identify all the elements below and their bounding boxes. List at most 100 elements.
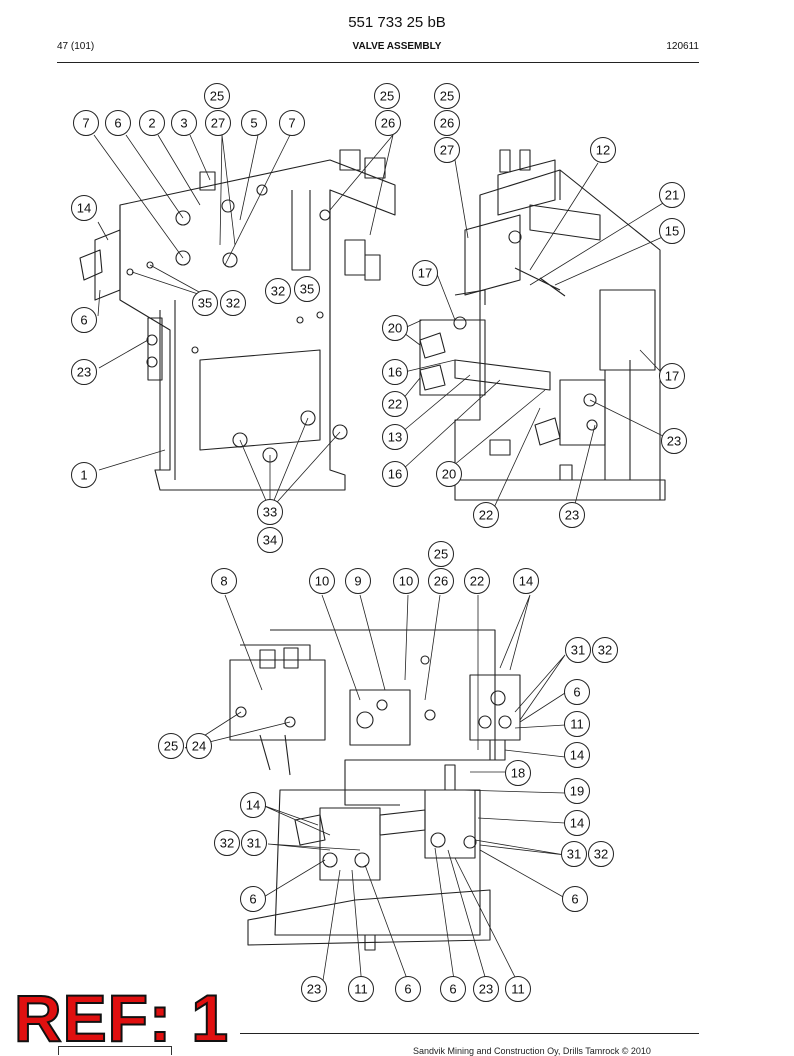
callout-bubble	[186, 733, 212, 759]
callout-bubble	[659, 363, 685, 389]
callout-bubble	[241, 110, 267, 136]
callout-label: 7	[288, 116, 295, 131]
callout-label: 35	[198, 296, 212, 311]
callout-bubble	[220, 290, 246, 316]
callout-label: 2	[148, 116, 155, 131]
callout-label: 23	[77, 365, 91, 380]
callout-bubble	[412, 260, 438, 286]
callout-bubble	[590, 137, 616, 163]
callout-bubble	[440, 976, 466, 1002]
callout-label: 25	[440, 89, 454, 104]
callout-label: 1	[80, 468, 87, 483]
callout-label: 8	[220, 574, 227, 589]
callout-label: 18	[511, 766, 525, 781]
callout-label: 17	[665, 369, 679, 384]
footer-rule	[240, 1033, 699, 1034]
callout-bubble	[374, 83, 400, 109]
callout-bubble	[564, 810, 590, 836]
callout-label: 32	[226, 296, 240, 311]
callout-label: 26	[381, 116, 395, 131]
callout-label: 14	[77, 201, 91, 216]
callout-label: 10	[315, 574, 329, 589]
bracket-left-assembly	[79, 149, 396, 491]
callout-label: 35	[300, 282, 314, 297]
bracket-right-assembly	[419, 149, 666, 501]
callout-label: 23	[667, 434, 681, 449]
callout-bubble	[564, 679, 590, 705]
callout-label: 32	[598, 643, 612, 658]
page-number: 47 (101)	[57, 41, 95, 52]
callout-bubble	[71, 359, 97, 385]
callout-bubble	[562, 886, 588, 912]
callout-label: 23	[479, 982, 493, 997]
callout-label: 17	[418, 266, 432, 281]
callout-bubble	[204, 83, 230, 109]
callout-label: 11	[511, 982, 525, 997]
header-rule	[57, 62, 699, 63]
callout-bubble	[241, 830, 267, 856]
callout-bubble	[71, 307, 97, 333]
callout-bubble	[564, 711, 590, 737]
callout-label: 26	[440, 116, 454, 131]
callout-bubble	[294, 276, 320, 302]
callout-label: 22	[388, 397, 402, 412]
callout-bubble	[428, 541, 454, 567]
callout-label: 31	[247, 836, 261, 851]
callout-label: 23	[565, 508, 579, 523]
callout-bubble	[659, 218, 685, 244]
callout-label: 3	[180, 116, 187, 131]
ref-stamp: REF: 1	[13, 981, 230, 1055]
callout-bubble	[434, 83, 460, 109]
callout-bubble	[211, 568, 237, 594]
callout-bubble	[661, 428, 687, 454]
callout-label: 14	[570, 748, 584, 763]
callout-bubble	[240, 886, 266, 912]
callout-bubble	[382, 359, 408, 385]
callout-label: 34	[263, 533, 277, 548]
callout-label: 6	[404, 982, 411, 997]
callout-label: 9	[354, 574, 361, 589]
callout-label: 12	[596, 143, 610, 158]
callout-label: 11	[354, 982, 368, 997]
callout-label: 13	[388, 430, 402, 445]
callout-label: 15	[665, 224, 679, 239]
callout-bubble	[279, 110, 305, 136]
callout-label: 14	[519, 574, 533, 589]
callout-label: 14	[246, 798, 260, 813]
callout-bubble	[513, 568, 539, 594]
callout-label: 11	[570, 717, 584, 732]
callout-bubble	[382, 315, 408, 341]
callout-label: 6	[249, 892, 256, 907]
callout-bubble	[564, 778, 590, 804]
callout-bubble	[240, 792, 266, 818]
callout-bubble	[564, 742, 590, 768]
callout-label: 22	[470, 574, 484, 589]
callout-bubble	[214, 830, 240, 856]
callout-label: 7	[82, 116, 89, 131]
footer-copyright: Sandvik Mining and Construction Oy, Dril…	[413, 1046, 651, 1056]
callout-bubble	[345, 568, 371, 594]
callout-label: 26	[434, 574, 448, 589]
callout-bubble	[257, 527, 283, 553]
callout-label: 32	[594, 847, 608, 862]
callout-bubble	[428, 568, 454, 594]
callout-label: 5	[250, 116, 257, 131]
callout-bubble	[565, 637, 591, 663]
drawing-code: 120611	[666, 41, 699, 52]
callout-label: 31	[567, 847, 581, 862]
callout-bubble	[301, 976, 327, 1002]
callout-label: 23	[307, 982, 321, 997]
callout-label: 16	[388, 467, 402, 482]
callout-bubble	[205, 110, 231, 136]
callout-bubble	[139, 110, 165, 136]
callout-bubble	[375, 110, 401, 136]
doc-number: 551 733 25 bB	[348, 14, 446, 31]
brand-logo	[58, 1046, 172, 1055]
callout-label: 14	[570, 816, 584, 831]
callout-label: 24	[192, 739, 206, 754]
callout-bubble	[348, 976, 374, 1002]
callout-bubble	[473, 976, 499, 1002]
